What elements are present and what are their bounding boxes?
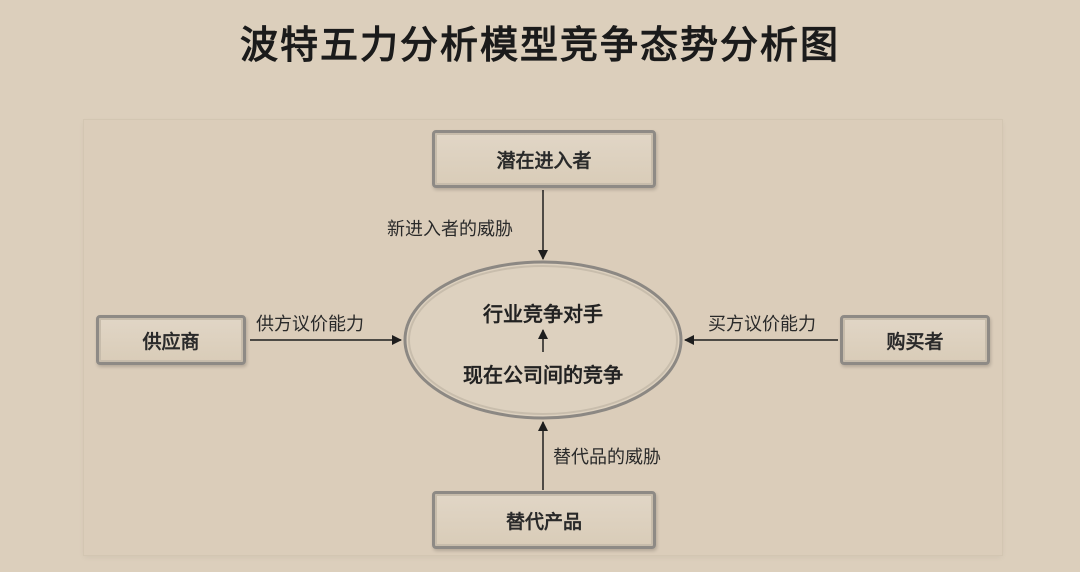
label-supplier-power: 供方议价能力	[256, 314, 364, 335]
box-suppliers: 供应商	[96, 315, 246, 365]
label-buyer-power: 买方议价能力	[708, 314, 816, 335]
label-new-entrants-threat: 新进入者的威胁	[387, 219, 513, 240]
page-title: 波特五力分析模型竞争态势分析图	[239, 23, 840, 67]
center-label-rivalry: 现在公司间的竞争	[463, 363, 623, 387]
box-buyers: 购买者	[840, 315, 990, 365]
center-label-rivals: 行业竞争对手	[483, 302, 603, 326]
box-potential-entrants: 潜在进入者	[432, 130, 656, 188]
box-substitutes: 替代产品	[432, 491, 656, 549]
label-substitute-threat: 替代品的威胁	[553, 447, 661, 468]
